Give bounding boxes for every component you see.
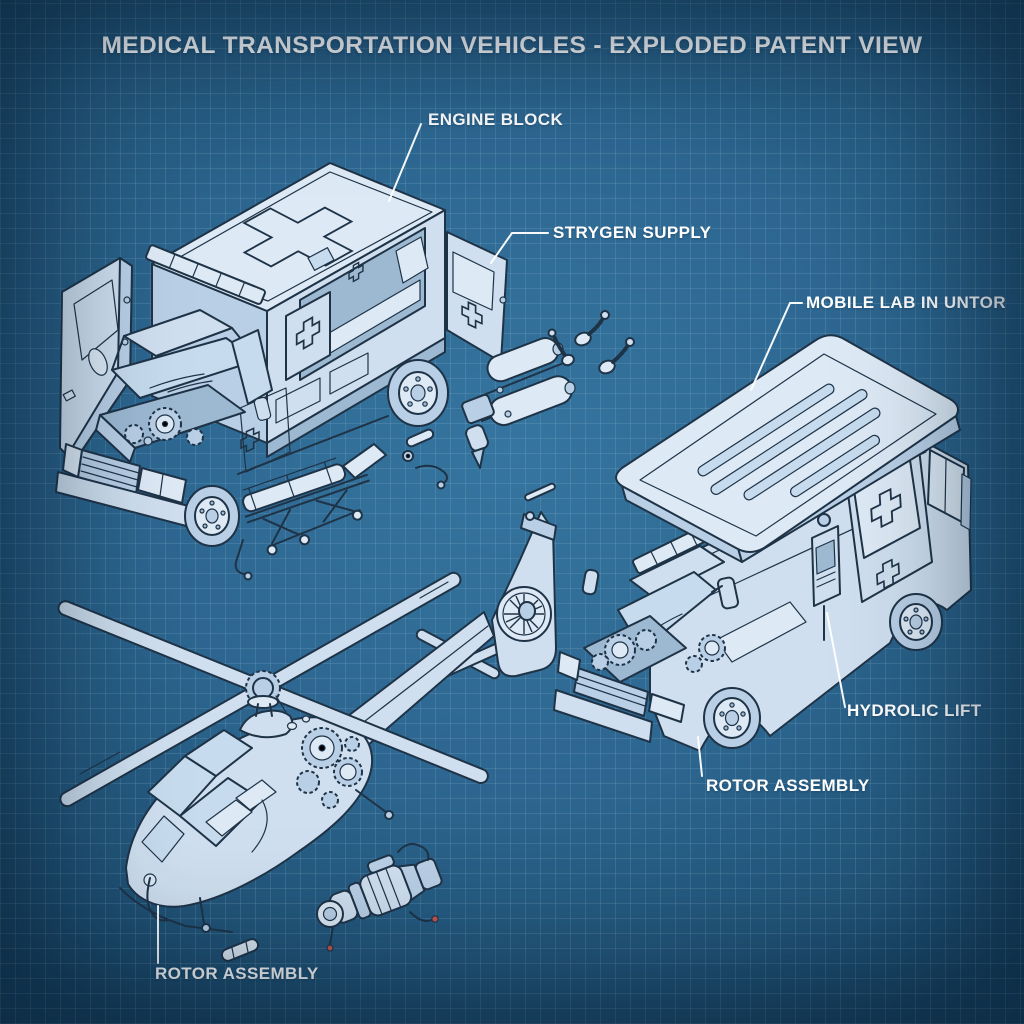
helicopter-turbine-engine: [316, 843, 443, 952]
callout-mobile-lab: MOBILE LAB IN UNTOR: [806, 293, 1006, 312]
ambulance-cab: [55, 309, 389, 547]
van-monitor-station: [811, 513, 841, 641]
mobile-lab-leader: [750, 302, 803, 391]
ambulance-rear-wheel: [387, 359, 449, 427]
helicopter-main-rotor: [57, 571, 489, 808]
callout-oxygen-supply: STRYGEN SUPPLY: [553, 223, 712, 242]
helicopter-fuselage: [119, 709, 394, 962]
callout-rotor-assembly-van: ROTOR ASSEMBLY: [706, 776, 870, 795]
engine-wire-tip: [431, 915, 439, 923]
loose-hardware: [402, 428, 556, 502]
oxygen-tank-assembly: [402, 310, 635, 502]
helicopter-illustration: [57, 511, 557, 962]
callout-rotor-assembly-helicopter: ROTOR ASSEMBLY: [155, 964, 319, 983]
helicopter-tail-rotor: [491, 511, 557, 678]
rotor-assembly-van-leader: [697, 736, 703, 777]
van-rear-wheel: [889, 593, 943, 651]
callout-hydraulic-lift: HYDROLIC LIFT: [847, 701, 982, 720]
van-cab: [553, 521, 740, 743]
callout-engine-block: ENGINE BLOCK: [428, 110, 564, 129]
ambulance-illustration: [55, 162, 635, 581]
page-title: MEDICAL TRANSPORTATION VEHICLES - EXPLOD…: [101, 32, 923, 59]
ambulance-roof-cross: [242, 206, 354, 268]
hydraulic-lift-leader: [826, 612, 846, 708]
van-floating-roof: [615, 334, 961, 563]
engine-block-leader: [388, 123, 422, 202]
ambulance-rear-door: [444, 231, 508, 363]
mobile-lab-van-illustration: [553, 334, 972, 752]
oxygen-supply-leader: [490, 232, 549, 264]
van-front-wheel: [703, 687, 761, 749]
ambulance-light-bar: [145, 244, 266, 305]
stretcher: [234, 443, 387, 581]
valve-fittings: [547, 310, 635, 375]
callout-leader-lines: [157, 123, 846, 964]
helicopter-gearbox: [296, 727, 394, 820]
ambulance-box: [145, 162, 508, 458]
